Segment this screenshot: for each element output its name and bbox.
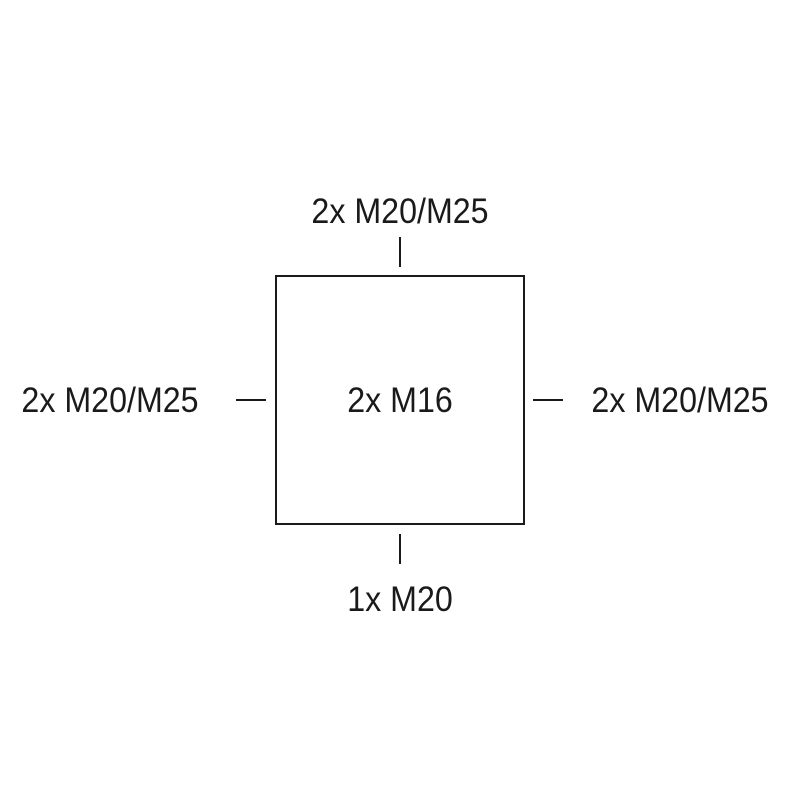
top-entry-label: 2x M20/M25	[311, 192, 489, 231]
right-entry-label: 2x M20/M25	[591, 381, 769, 420]
bottom-tick	[399, 534, 401, 564]
left-tick	[236, 399, 266, 401]
left-entry-label: 2x M20/M25	[21, 381, 199, 420]
enclosure-box	[275, 275, 525, 525]
center-entry-label: 2x M16	[347, 381, 453, 420]
bottom-entry-label: 1x M20	[347, 580, 453, 619]
right-tick	[533, 399, 563, 401]
top-tick	[399, 237, 401, 267]
